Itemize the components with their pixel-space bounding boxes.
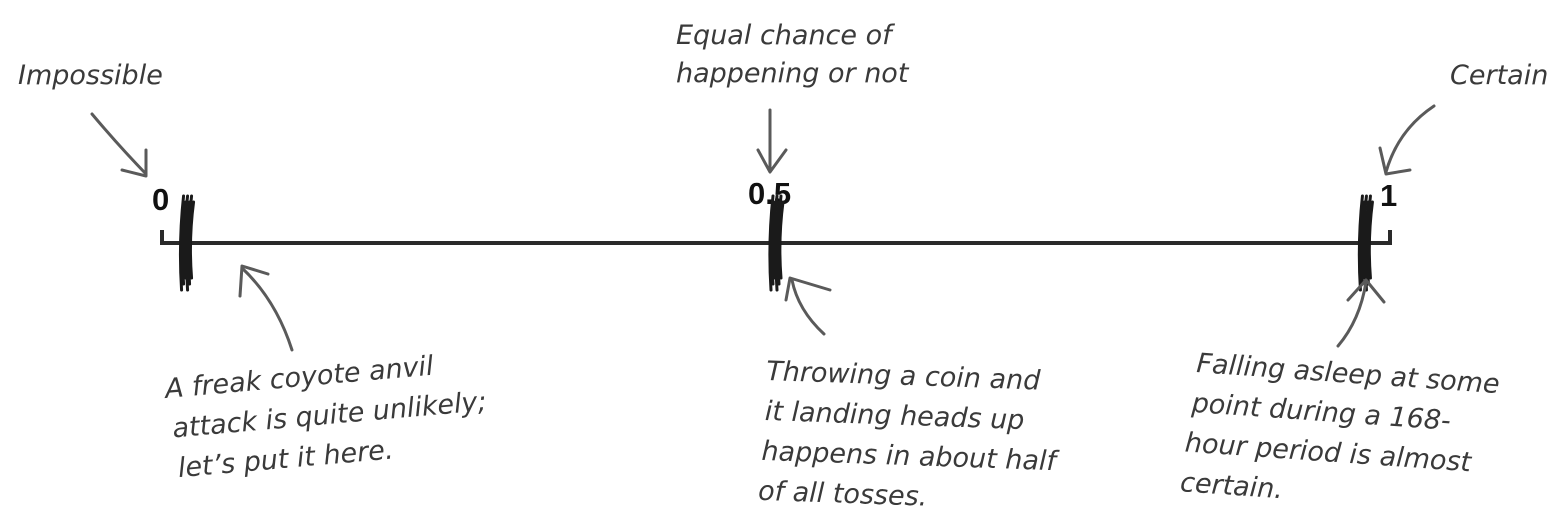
coin-annotation-line3: happens in about half bbox=[761, 436, 1060, 477]
impossible-arrow-icon bbox=[90, 112, 148, 178]
coyote-arrow-icon bbox=[238, 264, 294, 352]
impossible-label: Impossible bbox=[18, 60, 163, 91]
equal-chance-label-line1: Equal chance of bbox=[676, 20, 895, 51]
coin-arrow-icon bbox=[784, 276, 832, 336]
coin-toss-mark bbox=[768, 194, 785, 292]
tick-value-half: 0.5 bbox=[748, 176, 791, 211]
equal-chance-arrow-icon bbox=[756, 108, 788, 174]
asleep-annotation-line4: certain. bbox=[1179, 467, 1284, 505]
tick-value-zero: 0 bbox=[152, 182, 169, 217]
coyote-annotation-line3: let’s put it here. bbox=[177, 434, 395, 484]
asleep-arrow-icon bbox=[1336, 278, 1386, 348]
falling-asleep-mark bbox=[1357, 194, 1374, 292]
coin-annotation-line2: it landing heads up bbox=[764, 396, 1025, 436]
coin-annotation-line4: of all tosses. bbox=[758, 476, 928, 513]
certain-label: Certain bbox=[1450, 60, 1548, 91]
equal-chance-label-line2: happening or not bbox=[676, 58, 910, 89]
certain-arrow-icon bbox=[1378, 104, 1436, 176]
coin-annotation-line1: Throwing a coin and bbox=[766, 356, 1042, 397]
coyote-annotation: A freak coyote anvil attack is quite unl… bbox=[162, 351, 488, 485]
coyote-anvil-mark bbox=[178, 194, 196, 292]
markers-layer bbox=[178, 194, 1374, 292]
tick-value-one: 1 bbox=[1380, 178, 1397, 213]
asleep-annotation: Falling asleep at some point during a 16… bbox=[1179, 348, 1500, 505]
coin-annotation: Throwing a coin and it landing heads up … bbox=[758, 356, 1060, 513]
